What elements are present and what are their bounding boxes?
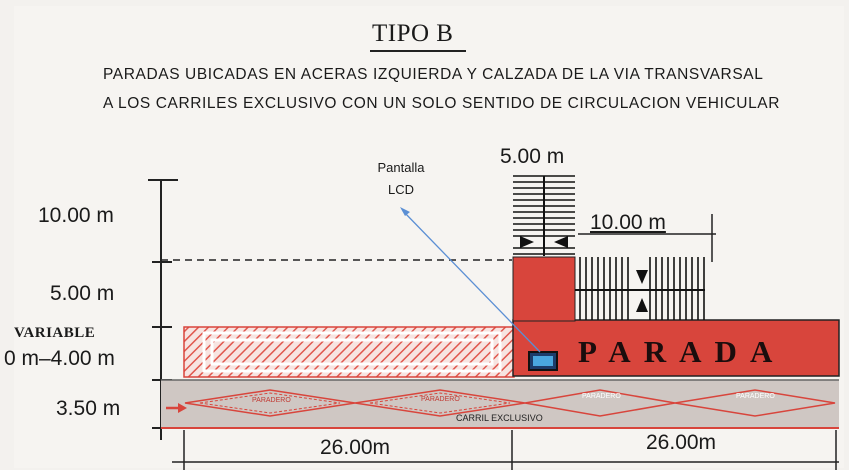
bottom-left-length: 26.00m bbox=[320, 436, 391, 459]
variable-range: 0 m–4.00 m bbox=[4, 347, 115, 370]
dimension-10m-width: 10.00 m bbox=[590, 211, 666, 234]
carril-label: CARRIL EXCLUSIVO bbox=[456, 413, 543, 423]
title-underline bbox=[370, 50, 466, 52]
bottom-right-length: 26.00m bbox=[646, 431, 717, 454]
lane-diamonds bbox=[184, 389, 836, 417]
parada-label: P A R A D A bbox=[578, 334, 773, 369]
subtitle-line-2: A LOS CARRILES EXCLUSIVO CON UN SOLO SEN… bbox=[103, 95, 781, 112]
dimension-5m-height: 5.00 m bbox=[50, 282, 115, 305]
lane-entry-arrow bbox=[178, 403, 187, 413]
dimension-5m-width: 5.00 m bbox=[500, 145, 565, 168]
paradero-label-2: PARADERO bbox=[421, 396, 460, 403]
shelter-booth bbox=[512, 256, 576, 322]
paradero-label-3: PARADERO bbox=[582, 393, 621, 400]
subtitle-line-1: PARADAS UBICADAS EN ACERAS IZQUIERDA Y C… bbox=[103, 66, 764, 83]
lane-width: 3.50 m bbox=[56, 397, 121, 420]
side-stripe-block bbox=[575, 257, 705, 320]
variable-label: VARIABLE bbox=[14, 325, 96, 341]
annotation-label: Pantalla LCD bbox=[377, 160, 425, 197]
paradero-label-4: PARADERO bbox=[736, 393, 775, 400]
hatched-sidewalk bbox=[183, 326, 515, 378]
paradero-label-1: PARADERO bbox=[252, 397, 291, 404]
top-stripe-block bbox=[513, 175, 575, 256]
parada-platform bbox=[512, 319, 840, 377]
diagram-title: TIPO B bbox=[372, 20, 454, 47]
dimension-10m-height: 10.00 m bbox=[38, 204, 114, 227]
annotation-arrow bbox=[402, 210, 541, 353]
